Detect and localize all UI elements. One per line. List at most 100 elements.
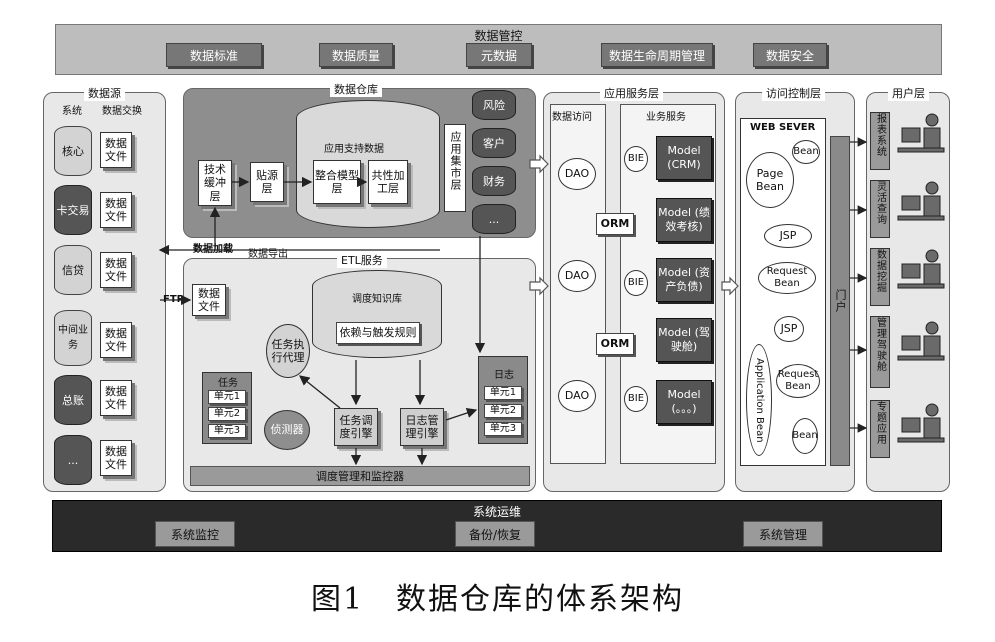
web-server-label: WEB SEVER	[750, 122, 816, 133]
system-core: 核心	[54, 126, 92, 176]
ops-item-backup: 备份/恢复	[455, 521, 535, 547]
application-bean: Application Bean	[746, 344, 772, 456]
app-support-label: 应用支持数据	[324, 144, 384, 155]
governance-item-lifecycle: 数据生命周期管理	[601, 43, 713, 67]
user-workstation-icon-4	[897, 321, 945, 361]
col-exchange-label: 数据交换	[102, 106, 142, 117]
mart-layer-box: 应用集市层	[444, 124, 466, 212]
log-management-engine: 日志管理引擎	[400, 408, 444, 446]
log-title: 日志	[494, 370, 514, 381]
data-file-5: 数据文件	[100, 380, 132, 416]
col-system-label: 系统	[62, 106, 82, 117]
arrow-sched-to-agent	[298, 375, 341, 409]
model-crm: Model (CRM)	[656, 136, 712, 180]
model-more: Model (。。。)	[656, 380, 712, 424]
data-access-label: 数据访问	[552, 112, 592, 123]
ops-item-management: 系统管理	[743, 521, 823, 547]
log-unit-3: 单元3	[484, 422, 522, 436]
data-file-3: 数据文件	[100, 252, 132, 288]
user-app-cockpit: 管理驾驶舱	[870, 316, 890, 388]
arrow-etl-to-app	[529, 276, 549, 296]
user-app-thematic: 专题应用	[870, 400, 890, 458]
etl-service-title: ETL服务	[337, 252, 387, 268]
business-label: 业务服务	[646, 112, 686, 123]
governance-item-standard: 数据标准	[166, 43, 262, 67]
task-unit-1: 单元1	[208, 390, 246, 404]
bean-1: Bean	[792, 140, 820, 164]
model-asset-liability: Model (资产负债)	[656, 258, 712, 302]
source-attached-layer: 贴源层	[250, 162, 284, 202]
log-unit-2: 单元2	[484, 404, 522, 418]
user-workstation-icons	[897, 113, 945, 443]
ops-item-monitor: 系统监控	[155, 521, 235, 547]
orm-2: ORM	[596, 333, 634, 355]
governance-item-security: 数据安全	[753, 43, 827, 67]
governance-item-quality: 数据质量	[319, 43, 393, 67]
jsp-1: JSP	[764, 224, 812, 248]
system-card-trade: 卡交易	[54, 185, 92, 235]
user-app-cockpit-label: 管理驾驶舱	[874, 317, 886, 372]
portal-column: 门户	[830, 136, 850, 466]
system-more: ...	[54, 435, 92, 485]
task-title: 任务	[218, 378, 238, 389]
knowledge-base-label: 调度知识库	[352, 294, 402, 305]
mart-layer-label: 应用集市层	[449, 131, 462, 191]
log-unit-1: 单元1	[484, 386, 522, 400]
data-source-title: 数据源	[84, 85, 125, 101]
dao-1: DAO	[558, 158, 596, 190]
request-bean-2: Request Bean	[776, 364, 820, 398]
data-file-4: 数据文件	[100, 322, 132, 358]
user-app-report-label: 报表系统	[874, 113, 886, 157]
task-unit-3: 单元3	[208, 424, 246, 438]
data-governance-title: 数据管控	[474, 29, 523, 43]
request-bean-1: Request Bean	[758, 262, 816, 294]
bie-3: BIE	[624, 386, 648, 412]
etl-data-file: 数据文件	[192, 284, 226, 316]
model-performance: Model (绩效考核)	[656, 198, 712, 242]
orm-1: ORM	[596, 213, 634, 235]
arrow-app-to-access	[721, 276, 739, 296]
bean-2: Bean	[792, 418, 818, 454]
portal-label: 门户	[834, 289, 847, 313]
mart-finance: 财务	[472, 166, 516, 196]
user-workstation-icon-5	[897, 403, 945, 443]
common-processing-layer: 共性加工层	[368, 160, 408, 204]
dependency-rules-box: 依赖与触发规则	[336, 322, 420, 344]
system-credit: 信贷	[54, 245, 92, 295]
figure-caption: 图1 数据仓库的体系架构	[310, 582, 685, 617]
scheduler-monitor-label: 调度管理和监控器	[316, 470, 404, 483]
user-app-query: 灵活查询	[870, 180, 890, 238]
application-bean-label: Application Bean	[754, 357, 765, 443]
task-scheduling-engine: 任务调度引擎	[334, 408, 378, 446]
model-cockpit: Model (驾驶舱)	[656, 318, 712, 362]
system-intermediary: 中间业务	[54, 310, 92, 366]
task-unit-2: 单元2	[208, 407, 246, 421]
dao-3: DAO	[558, 380, 596, 412]
user-app-query-label: 灵活查询	[874, 181, 886, 225]
user-app-thematic-label: 专题应用	[874, 401, 886, 445]
mart-more: ...	[472, 204, 516, 234]
page-bean: Page Bean	[746, 152, 794, 208]
tech-buffer-layer: 技术缓冲层	[198, 160, 232, 206]
data-file-1: 数据文件	[100, 132, 132, 168]
system-ops-title: 系统运维	[472, 505, 521, 519]
data-file-6: 数据文件	[100, 440, 132, 476]
data-export-label: 数据导出	[248, 249, 288, 260]
task-agent: 任务执行代理	[266, 324, 310, 378]
app-service-title: 应用服务层	[600, 85, 663, 101]
system-ops-band: 系统运维 系统监控 备份/恢复 系统管理	[52, 500, 942, 552]
arrow-dw-to-app	[529, 154, 549, 174]
user-app-report: 报表系统	[870, 112, 890, 170]
bie-2: BIE	[624, 270, 648, 296]
user-workstation-icon-2	[897, 181, 945, 221]
jsp-2: JSP	[774, 316, 804, 342]
arrow-log-to-logbox	[445, 407, 478, 421]
governance-item-metadata: 元数据	[466, 43, 532, 67]
user-workstation-icon-3	[897, 249, 945, 289]
user-app-mining-label: 数据挖掘	[874, 249, 886, 293]
user-app-mining: 数据挖掘	[870, 248, 890, 306]
data-governance-band: 数据管控 数据标准 数据质量 元数据 数据生命周期管理 数据安全	[55, 24, 942, 75]
access-control-title: 访问控制层	[762, 85, 825, 101]
bie-1: BIE	[624, 146, 648, 172]
